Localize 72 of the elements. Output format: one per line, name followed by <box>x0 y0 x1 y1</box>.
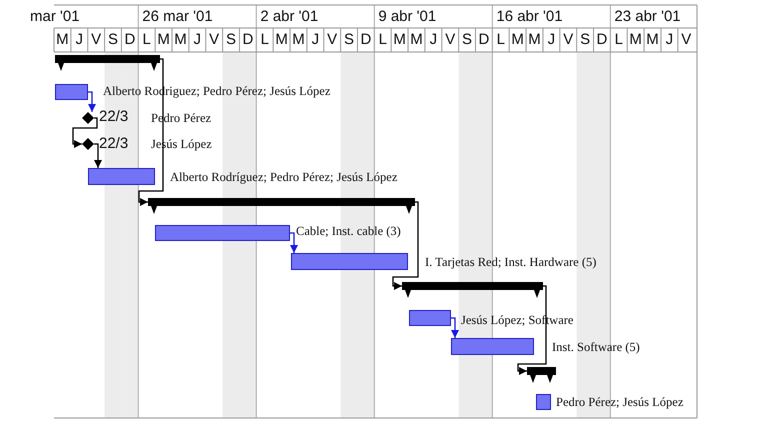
day-label: S <box>579 32 592 47</box>
day-label: M <box>510 32 525 47</box>
dependency-arrow <box>517 285 547 375</box>
summary-bar <box>148 198 415 214</box>
week-label: 23 abr '01 <box>614 9 681 24</box>
day-label: M <box>173 32 188 47</box>
summary-bar <box>527 367 556 383</box>
day-label: J <box>664 32 674 47</box>
day-label: V <box>444 32 456 47</box>
day-label: M <box>156 32 171 47</box>
task-bar <box>291 253 408 270</box>
day-label: J <box>546 32 556 47</box>
day-label: D <box>123 32 136 47</box>
day-label: J <box>310 32 320 47</box>
day-label: D <box>478 32 490 47</box>
resource-label: Inst. Software (5) <box>552 341 640 354</box>
day-label: L <box>378 32 388 47</box>
day-label: M <box>628 32 643 47</box>
dependency-arrow <box>94 143 102 168</box>
day-label: J <box>428 32 438 47</box>
summary-bar <box>402 282 543 298</box>
summary-bar <box>55 55 160 71</box>
week-label: mar '01 <box>30 9 80 24</box>
day-label: V <box>326 32 338 47</box>
day-label: S <box>107 32 120 47</box>
dependency-arrow <box>72 117 98 148</box>
task-bar <box>88 168 155 185</box>
resource-label: Cable; Inst. cable (3) <box>296 225 401 238</box>
dependency-arrow <box>88 91 96 112</box>
day-label: D <box>241 32 254 47</box>
day-label: J <box>74 32 84 47</box>
milestone-diamond <box>82 138 94 150</box>
milestone-diamond <box>82 112 94 124</box>
dependency-arrow <box>451 317 459 338</box>
day-label: V <box>562 32 574 47</box>
task-bar <box>155 225 290 241</box>
day-label: D <box>359 32 372 47</box>
day-label: L <box>614 32 624 47</box>
day-label: M <box>55 32 70 47</box>
day-label: S <box>343 32 356 47</box>
week-label: 26 mar '01 <box>142 9 213 24</box>
day-label: M <box>274 32 289 47</box>
task-bar <box>451 338 534 355</box>
dependency-arrow <box>290 232 298 253</box>
day-label: V <box>90 32 102 47</box>
day-label: D <box>596 32 608 47</box>
week-label: 2 abr '01 <box>260 9 318 24</box>
day-label: M <box>645 32 660 47</box>
week-label: 9 abr '01 <box>378 9 436 24</box>
day-label: M <box>409 32 424 47</box>
day-label: V <box>208 32 220 47</box>
day-label: M <box>291 32 306 47</box>
dependency-arrow <box>138 58 164 206</box>
task-bar <box>536 394 551 410</box>
day-label: M <box>392 32 407 47</box>
day-label: V <box>680 32 692 47</box>
day-label: M <box>527 32 542 47</box>
day-label: J <box>192 32 202 47</box>
resource-label: Pedro Pérez; Jesús López <box>556 396 684 408</box>
date-label: 22/3 <box>99 136 128 151</box>
task-bar <box>409 310 451 326</box>
day-label: S <box>225 32 238 47</box>
resource-label: I. Tarjetas Red; Inst. Hardware (5) <box>425 256 596 268</box>
day-label: L <box>496 32 506 47</box>
resource-label: Alberto Rodríguez; Pedro Pérez; Jesús López <box>170 171 398 184</box>
day-label: L <box>260 32 270 47</box>
day-label: S <box>461 32 474 47</box>
dependency-arrow <box>392 201 419 290</box>
task-bar <box>55 84 88 100</box>
date-label: 22/3 <box>99 109 128 124</box>
week-label: 16 abr '01 <box>496 9 563 24</box>
day-label: L <box>142 32 152 47</box>
